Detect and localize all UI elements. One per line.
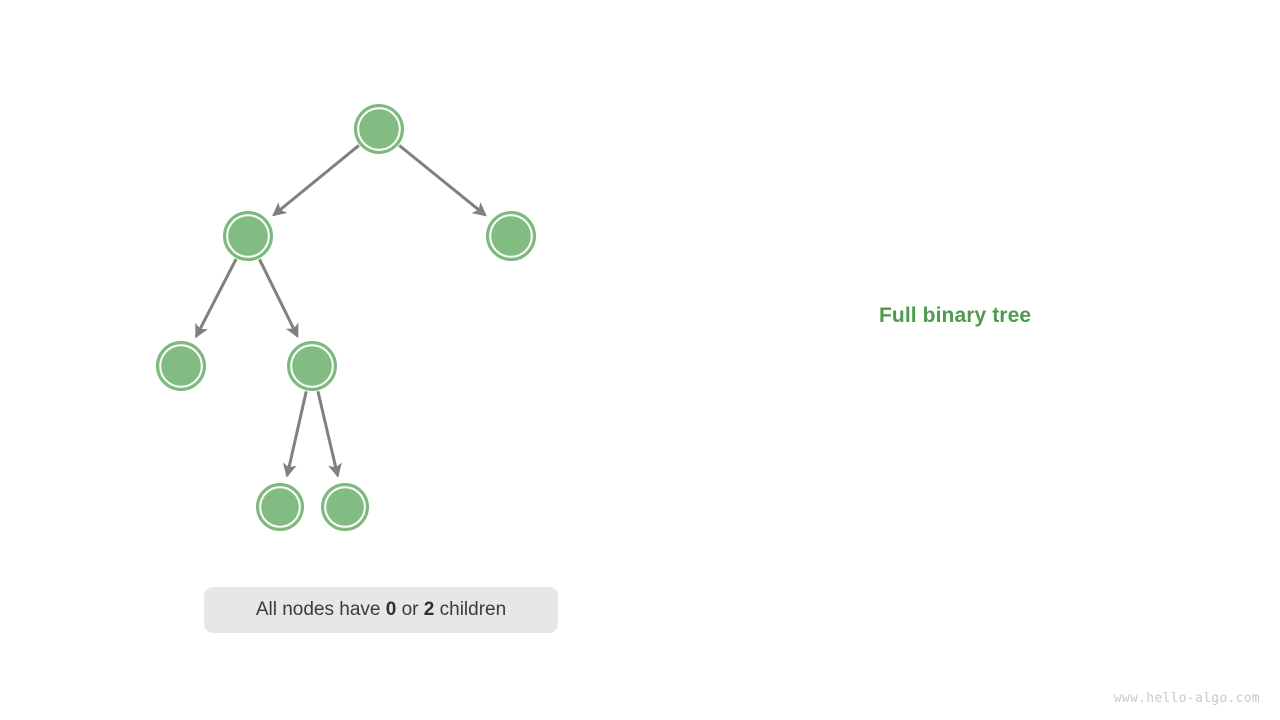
caption-prefix: All nodes have	[255, 599, 386, 620]
page-title: Full binary tree	[879, 304, 1032, 327]
caption-suffix: children	[434, 599, 507, 620]
tree-edge	[258, 258, 299, 339]
tree-edge	[194, 258, 238, 339]
tree-node	[485, 210, 536, 261]
tree-node	[286, 340, 337, 391]
node-body	[326, 488, 364, 526]
node-body	[491, 216, 531, 256]
tree-node	[320, 482, 369, 531]
node-body	[292, 346, 332, 386]
tree-nodes	[155, 104, 536, 531]
tree-edge	[398, 144, 487, 217]
tree-node	[222, 210, 273, 261]
tree-node	[353, 104, 404, 155]
caption-badge: All nodes have 0 or 2 children	[204, 587, 558, 633]
watermark: www.hello-algo.com	[1113, 691, 1260, 706]
node-body	[261, 488, 299, 526]
tree-edge	[272, 144, 360, 217]
caption-middle: or	[396, 599, 424, 620]
caption-text: All nodes have 0 or 2 children	[256, 599, 506, 621]
tree-edges	[194, 144, 487, 478]
tree-node	[255, 482, 304, 531]
node-body	[161, 346, 201, 386]
tree-edge	[282, 391, 308, 478]
caption-number-second: 2	[423, 599, 435, 620]
node-body	[228, 216, 268, 256]
tree-edge	[316, 390, 342, 478]
caption-number-first: 0	[385, 599, 397, 620]
tree-node	[155, 340, 206, 391]
node-body	[359, 109, 399, 149]
